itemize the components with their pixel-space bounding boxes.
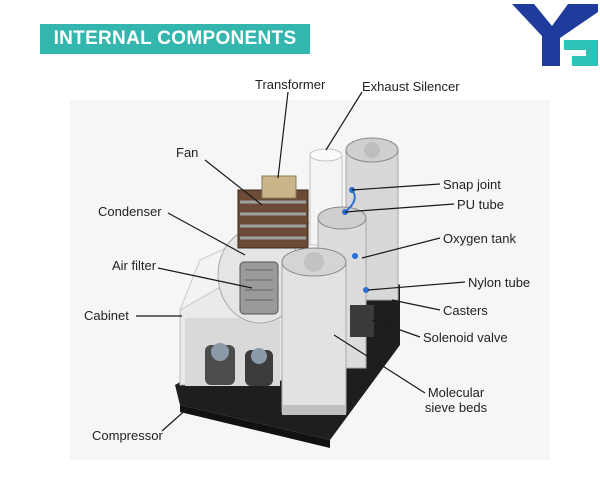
page-title: INTERNAL COMPONENTS — [53, 28, 297, 49]
label-molecular-line1: Molecular — [427, 385, 485, 400]
label-compressor: Compressor — [92, 428, 163, 443]
label-molecular-line2: sieve beds — [424, 400, 488, 415]
label-condenser: Condenser — [98, 204, 162, 219]
label-snap-joint: Snap joint — [443, 177, 501, 192]
label-cabinet: Cabinet — [84, 308, 129, 323]
label-pu-tube: PU tube — [457, 197, 504, 212]
label-solenoid-valve: Solenoid valve — [423, 330, 508, 345]
label-oxygen-tank: Oxygen tank — [443, 231, 516, 246]
title-banner: INTERNAL COMPONENTS — [40, 24, 310, 54]
label-air-filter: Air filter — [112, 258, 157, 273]
label-exhaust-silencer: Exhaust Silencer — [362, 79, 460, 94]
brand-logo — [512, 4, 598, 66]
label-molecular-sieve-beds: Molecular sieve beds — [420, 385, 492, 415]
label-fan: Fan — [176, 145, 199, 160]
label-nylon-tube: Nylon tube — [468, 275, 531, 290]
label-casters: Casters — [443, 303, 488, 318]
label-transformer: Transformer — [255, 77, 326, 92]
